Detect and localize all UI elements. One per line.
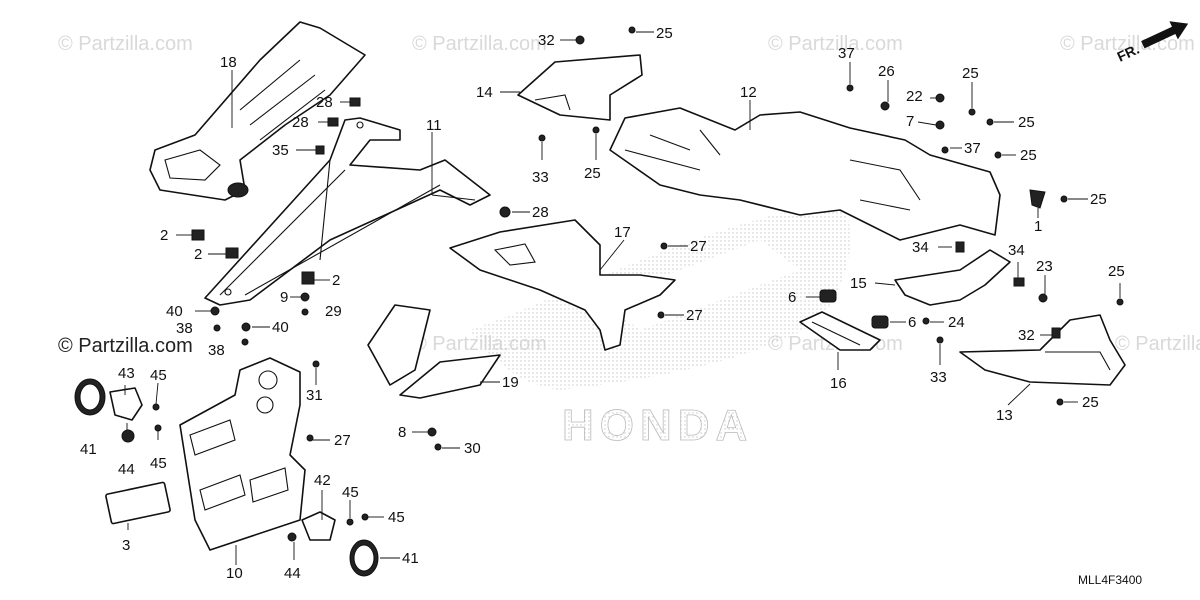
part-17-side-cover [449,219,676,351]
watermark-text: © Partzilla.com [58,33,193,55]
callout-18: 18 [220,54,237,71]
callout-28: 28 [292,114,309,131]
callout-41: 41 [80,441,97,458]
watermark-text: © Partzilla.com [58,335,193,357]
watermark-text: © Partzilla.com [768,33,903,55]
callout-11: 11 [426,117,442,134]
part-41-43-left [74,378,162,443]
callout-6: 6 [788,289,796,306]
callout-2: 2 [194,246,202,263]
part-15-bracket [894,241,1048,325]
callout-8: 8 [398,424,406,441]
callout-16: 16 [830,375,847,392]
callout-17: 17 [614,224,631,241]
callout-24: 24 [948,314,965,331]
callout-2: 2 [160,227,168,244]
callout-33: 33 [930,369,947,386]
callout-3: 3 [122,537,130,554]
callout-41: 41 [402,550,419,567]
callout-28: 28 [532,204,549,221]
part-3-reflector [105,481,171,525]
callout-10: 10 [226,565,243,582]
callout-43: 43 [118,365,135,382]
watermark-text: © Partzilla.com [412,33,547,55]
callout-44: 44 [284,565,301,582]
callout-19: 19 [502,374,519,391]
callout-34: 34 [912,239,929,256]
part-16-plate [799,311,881,351]
callout-labels: 18 28 28 28 35 11 2 2 2 9 29 40 40 38 38… [80,25,1125,582]
callout-40: 40 [166,303,183,320]
callout-27: 27 [334,432,351,449]
callout-22: 22 [906,88,923,105]
honda-logo-text: HONDA [562,401,753,450]
part-11-sub-frame [204,117,491,306]
callout-38: 38 [176,320,193,337]
callout-37: 37 [838,45,855,62]
part-41-42-bottom [287,360,379,577]
callout-6: 6 [908,314,916,331]
callout-15: 15 [850,275,867,292]
fasteners-left [191,97,511,346]
callout-34: 34 [1008,242,1025,259]
callout-31: 31 [306,387,323,404]
callout-45: 45 [342,484,359,501]
callout-32: 32 [538,32,555,49]
part-6-grommets [819,289,889,329]
callout-40: 40 [272,319,289,336]
callout-25: 25 [962,65,979,82]
callout-14: 14 [476,84,493,101]
callout-30: 30 [464,440,481,457]
part-19-bracket [367,304,501,451]
callout-32: 32 [1018,327,1035,344]
callout-25: 25 [1090,191,1107,208]
leader-lines [124,31,1121,565]
callout-44: 44 [118,461,135,478]
callout-45: 45 [150,455,167,472]
callout-13: 13 [996,407,1013,424]
callout-25: 25 [1082,394,1099,411]
callout-2: 2 [332,272,340,289]
callout-45: 45 [388,509,405,526]
part-18-seat-cowl [149,21,366,201]
part-10-license-bracket [179,357,306,551]
watermark-text: © Partzilla.com [1115,333,1200,355]
callout-35: 35 [272,142,289,159]
callout-9: 9 [280,289,288,306]
part-14-cover [517,26,643,142]
callout-38: 38 [208,342,225,359]
callout-26: 26 [878,63,895,80]
callout-23: 23 [1036,258,1053,275]
callout-29: 29 [325,303,342,320]
callout-33: 33 [532,169,549,186]
diagram-code: MLL4F3400 [1078,573,1142,587]
callout-42: 42 [314,472,331,489]
part-13-undercover [936,298,1126,406]
callout-45: 45 [150,367,167,384]
callout-12: 12 [740,84,757,101]
callout-27: 27 [686,307,703,324]
callout-7: 7 [906,113,914,130]
callout-28: 28 [316,94,333,111]
part-12-rear-fender [609,84,1068,241]
callout-25: 25 [1108,263,1125,280]
callout-27: 27 [690,238,707,255]
callout-25: 25 [1018,114,1035,131]
callout-25: 25 [584,165,601,182]
callout-37: 37 [964,140,981,157]
callout-25: 25 [1020,147,1037,164]
callout-25: 25 [656,25,673,42]
callout-1: 1 [1034,218,1042,235]
